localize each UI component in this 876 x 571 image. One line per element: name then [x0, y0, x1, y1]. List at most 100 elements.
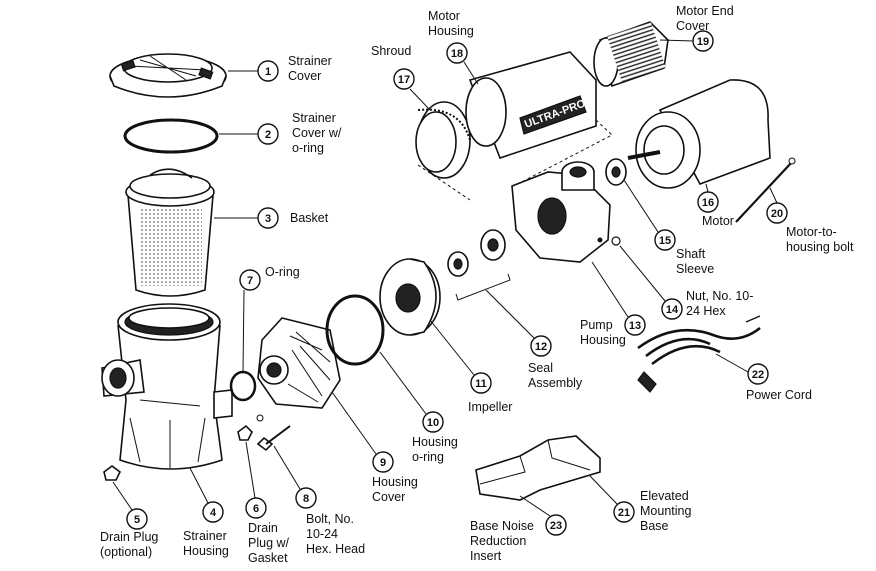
part-label-line: o-ring [412, 450, 444, 464]
callout-circle [747, 363, 769, 385]
part-label-line: (optional) [100, 545, 152, 559]
callout-circle [692, 30, 714, 52]
part-label-line: Cover [372, 490, 405, 504]
callout-circle [126, 508, 148, 530]
callout-circle [446, 42, 468, 64]
callout-circle [257, 207, 279, 229]
leader-line [591, 261, 629, 318]
motor-housing-drawing: ULTRA-PRO [465, 51, 597, 160]
leader-line [463, 61, 479, 85]
part-number: 18 [451, 48, 463, 60]
motor-drawing [627, 79, 771, 189]
part-number: 16 [702, 197, 714, 209]
part-number: 8 [303, 493, 309, 505]
callout-circle [422, 411, 444, 433]
part-number: 21 [618, 507, 630, 519]
callout-circle [257, 123, 279, 145]
part-label: Drain Plug(optional) [100, 530, 158, 559]
part-label-line: Motor End [676, 4, 734, 18]
part-number: 1 [265, 66, 271, 78]
strainer-cover-oring-drawing [123, 118, 219, 154]
part-number: 20 [771, 208, 783, 220]
drain-plug-gasket-drawing [237, 414, 264, 441]
bolt-drawing [256, 425, 291, 452]
part-number: 2 [265, 129, 271, 141]
part-number: 14 [666, 304, 679, 316]
power-cord-drawing [637, 315, 761, 393]
part-label-line: Assembly [528, 376, 583, 390]
part-number: 5 [134, 514, 140, 526]
callout-circle [624, 314, 646, 336]
part-label-line: Hex. Head [306, 542, 365, 556]
housing-oring-drawing [325, 294, 385, 366]
leader-line [273, 445, 301, 490]
part-label-line: Impeller [468, 400, 512, 414]
leader-line [112, 481, 133, 511]
part-label-line: Motor [428, 9, 460, 23]
part-label: Motor-to-housing bolt [786, 225, 854, 254]
part-label-line: Elevated [640, 489, 689, 503]
part-label-line: Nut, No. 10- [686, 289, 753, 303]
part-label-line: Cover w/ [292, 126, 342, 140]
part-label-line: Basket [290, 211, 329, 225]
part-label-line: Housing [183, 544, 229, 558]
part-label-line: Sleeve [676, 262, 714, 276]
part-label-line: Base [640, 519, 669, 533]
part-label-line: o-ring [292, 141, 324, 155]
callout-circle [239, 269, 261, 291]
part-label-line: Shroud [371, 44, 411, 58]
callout-circle [661, 298, 683, 320]
part-label-line: Reduction [470, 534, 526, 548]
elevated-mounting-base-drawing [475, 435, 601, 501]
part-label-line: Shaft [676, 247, 706, 261]
leader-line [589, 475, 618, 505]
impeller-drawing [379, 258, 441, 336]
part-label-line: 10-24 [306, 527, 338, 541]
motor-bolt-drawing [735, 157, 796, 223]
shaft-sleeve-drawing [605, 158, 627, 186]
part-label-line: Base Noise [470, 519, 534, 533]
part-label-line: Bolt, No. [306, 512, 354, 526]
leader-line [519, 495, 551, 517]
part-label-line: Insert [470, 549, 502, 563]
leader-line [485, 289, 535, 339]
part-label: Basket [290, 211, 329, 225]
shroud-drawing [415, 101, 471, 179]
part-label-line: Housing [372, 475, 418, 489]
callout-circle [654, 229, 676, 251]
part-number: 11 [475, 378, 487, 390]
callout-circle [545, 514, 567, 536]
callout-part-7[interactable]: 7O-ring [239, 265, 300, 373]
